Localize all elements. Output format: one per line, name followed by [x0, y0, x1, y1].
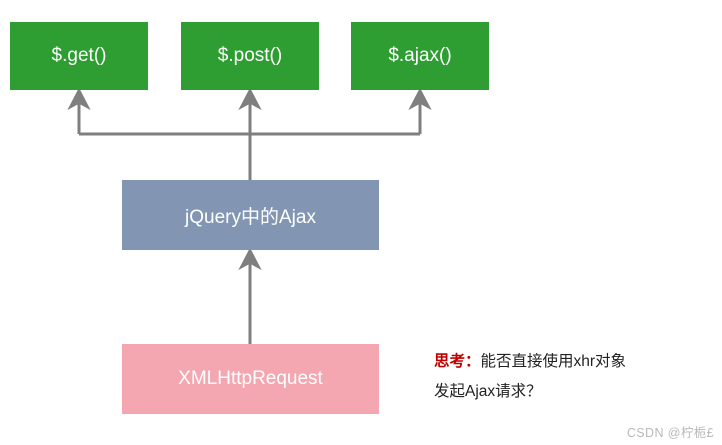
node-xmlhttprequest[interactable]: XMLHttpRequest	[122, 344, 379, 414]
node-label: jQuery中的Ajax	[185, 206, 316, 228]
node-label: $.post()	[217, 45, 283, 66]
node-label: XMLHttpRequest	[178, 368, 323, 389]
note-block: 思考：能否直接使用xhr对象 发起Ajax请求？	[434, 347, 716, 407]
node-label: $.get()	[51, 45, 107, 66]
watermark: CSDN @柠栀£	[626, 426, 714, 440]
note-keyword: 思考：	[434, 353, 481, 370]
node-jquery-ajax-layer[interactable]: jQuery中的Ajax	[122, 180, 379, 250]
note-line-1: 思考：能否直接使用xhr对象	[434, 347, 716, 377]
node-jquery-post[interactable]: $.post()	[181, 22, 319, 90]
note-line-2: 发起Ajax请求？	[434, 383, 542, 400]
node-jquery-get[interactable]: $.get()	[10, 22, 148, 90]
note-text-1: 能否直接使用xhr对象	[480, 353, 627, 370]
node-jquery-ajax[interactable]: $.ajax()	[351, 22, 489, 90]
node-label: $.ajax()	[388, 45, 452, 66]
